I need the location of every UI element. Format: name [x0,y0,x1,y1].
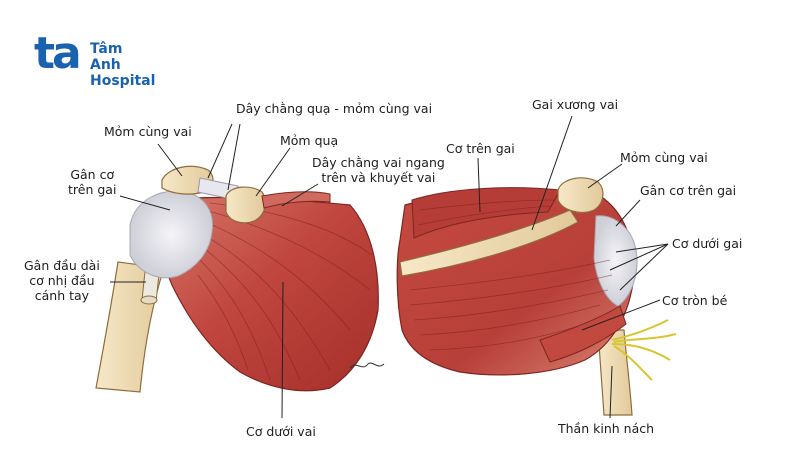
label-coracoid-process: Mỏm quạ [280,133,339,148]
humerus-right [597,329,633,416]
axillary-nerve [611,319,677,381]
label-infraspinatus: Cơ dưới gai [672,236,743,251]
acromion-right [557,177,604,213]
transverse-ligament [261,191,331,209]
teres-minor-muscle [539,305,627,363]
label-acromion-right: Mỏm cùng vai [620,150,708,165]
label-coracoacromial-ligament: Dây chằng quạ - mỏm cùng vai [236,101,433,116]
label-supraspinatus-tendon-left: Gân cơ trên gai [68,167,117,197]
label-supraspinatus: Cơ trên gai [446,141,515,156]
label-biceps-long-head-tendon: Gân đầu dài cơ nhị đầu cánh tay [24,258,100,303]
coracoid-process [225,186,266,224]
label-axillary-nerve: Thần kinh nách [558,421,655,436]
label-acromion-left: Mỏm cùng vai [104,124,192,139]
subscapularis-muscle [161,196,379,392]
label-scapular-spine: Gai xương vai [532,97,619,112]
leader-lines [110,115,669,419]
supraspinatus-tendon-left [129,190,214,279]
label-subscapularis: Cơ dưới vai [246,424,316,439]
logo-mark: ta [34,28,82,79]
label-transverse-scapular-ligament: Dây chằng vai ngang trên và khuyết vai [312,155,445,185]
anterior-view [95,165,385,393]
posterior-view [396,177,677,416]
logo-text: Tâm Anh Hospital [90,41,156,89]
label-supraspinatus-tendon-right: Gân cơ trên gai [640,183,737,198]
label-teres-minor: Cơ tròn bé [662,293,728,308]
